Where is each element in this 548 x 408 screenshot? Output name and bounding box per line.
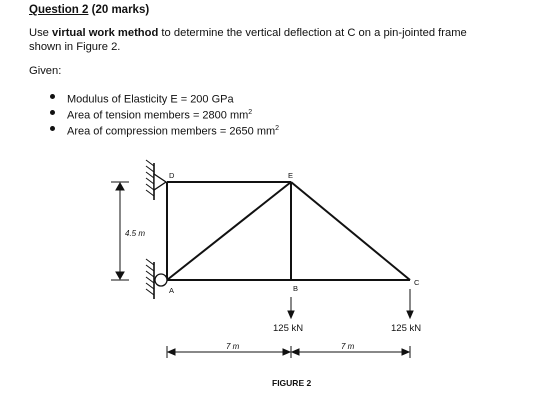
- dimension-span: [166, 346, 411, 358]
- span-label-right: 7 m: [341, 342, 355, 351]
- member-ec: [290, 181, 411, 281]
- given-item-text: Modulus of Elasticity E = 200 GPa: [67, 93, 234, 106]
- given-item-text: Area of compression members = 2650 mm: [67, 125, 276, 138]
- span-arrow-b-right-icon: [290, 348, 300, 356]
- load-label-b: 125 kN: [273, 323, 303, 334]
- bullet-icon: [50, 94, 55, 99]
- load-arrows: [287, 289, 414, 320]
- node-label-a: A: [169, 286, 174, 295]
- given-item: Modulus of Elasticity E = 200 GPa: [50, 89, 279, 106]
- pin-triangle-d: [153, 172, 168, 192]
- pin-roller-a: [154, 273, 168, 287]
- load-label-c: 125 kN: [391, 323, 421, 334]
- span-arrow-c-icon: [401, 348, 411, 356]
- question-intro: Use virtual work method to determine the…: [29, 27, 467, 39]
- question-marks: (20 marks): [91, 4, 150, 16]
- bullet-icon: [50, 126, 55, 131]
- height-dimension-label: 4.5 m: [125, 229, 145, 238]
- given-item-text: Area of tension members = 2800 mm: [67, 109, 249, 122]
- dim-arrow-down-icon: [115, 271, 125, 281]
- load-arrow-b-head-icon: [287, 310, 295, 320]
- support-a: [145, 258, 168, 299]
- node-label-b: B: [293, 284, 298, 293]
- wall-a-hatch: [145, 258, 155, 296]
- intro-text-start: Use: [29, 27, 53, 39]
- given-heading: Given:: [29, 65, 62, 77]
- figure-caption: FIGURE 2: [272, 378, 311, 388]
- bullet-icon: [50, 110, 55, 115]
- given-item: Area of compression members = 2650 mm2: [50, 121, 280, 138]
- given-item-sup: 2: [248, 109, 253, 116]
- node-label-d: D: [169, 171, 175, 180]
- span-arrow-a-icon: [166, 348, 176, 356]
- intro-bold-method: virtual work method: [52, 27, 159, 39]
- given-item: Area of tension members = 2800 mm2: [50, 105, 279, 122]
- question-title: Question 2 (20 marks): [29, 4, 149, 16]
- given-list: Modulus of Elasticity E = 200 GPa Area o…: [50, 89, 280, 138]
- load-arrow-c-head-icon: [406, 310, 414, 320]
- span-arrow-b-left-icon: [282, 348, 292, 356]
- span-label-left: 7 m: [226, 342, 240, 351]
- wall-d-hatch: [145, 159, 155, 197]
- question-number: Question 2: [29, 4, 89, 16]
- truss-members: [166, 181, 411, 281]
- given-item-sup: 2: [275, 125, 280, 132]
- node-label-c: C: [414, 278, 420, 287]
- node-label-e: E: [288, 171, 293, 180]
- intro-text-end: to determine the vertical deflection at …: [158, 27, 467, 39]
- support-d: [145, 159, 168, 200]
- question-intro-line2: shown in Figure 2.: [29, 41, 121, 53]
- dimension-height: [111, 181, 129, 281]
- member-ae: [166, 181, 292, 281]
- dim-arrow-up-icon: [115, 181, 125, 191]
